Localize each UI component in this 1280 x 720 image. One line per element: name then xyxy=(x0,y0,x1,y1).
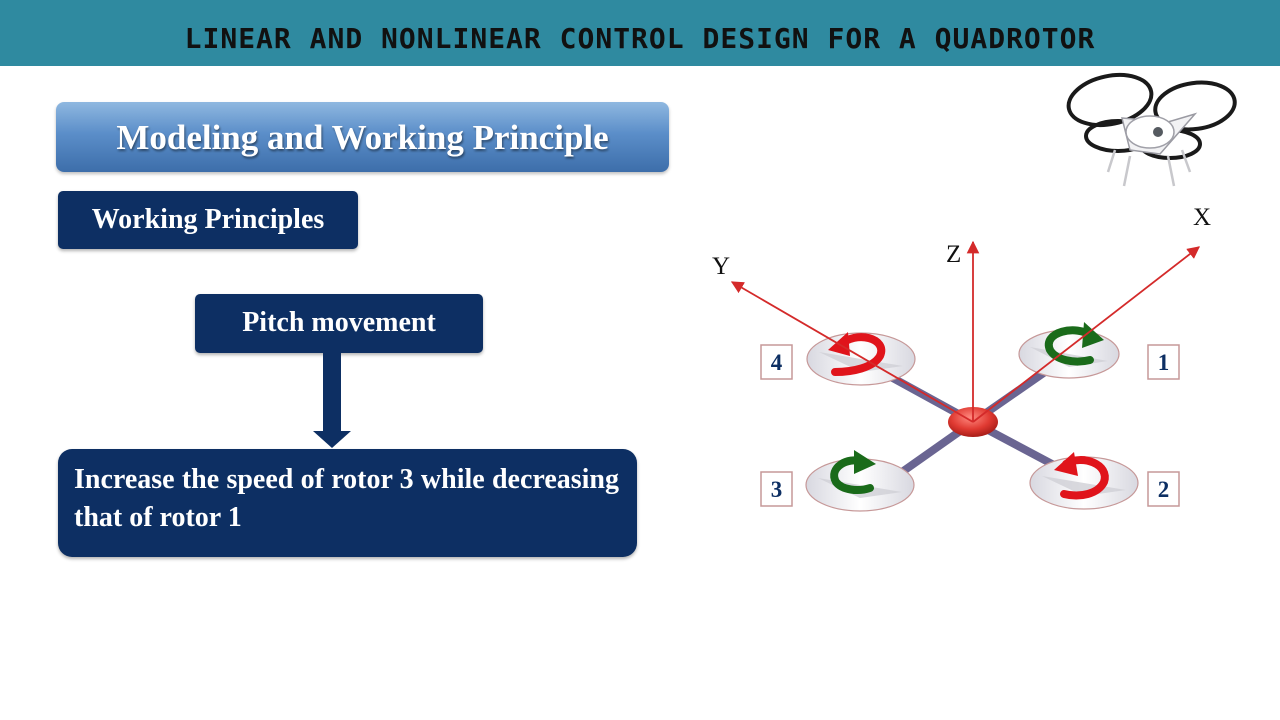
counter-clockwise-arrow-icon xyxy=(830,456,874,494)
section-banner: Modeling and Working Principle xyxy=(56,102,669,172)
subsection-title: Working Principles xyxy=(91,204,325,235)
section-title: Modeling and Working Principle xyxy=(116,118,609,157)
quadrotor-diagram: Z X Y 4 1 3 2 xyxy=(712,72,1237,512)
down-arrow-shaft xyxy=(323,353,341,433)
clockwise-arrow-icon xyxy=(831,333,886,376)
pitch-movement-label: Pitch movement xyxy=(242,307,436,338)
rotor-number: 1 xyxy=(1158,350,1170,375)
coordinate-axes xyxy=(730,240,1200,423)
rotor-label-3: 3 xyxy=(760,471,793,507)
description-box: Increase the speed of rotor 3 while decr… xyxy=(58,449,637,557)
pitch-movement-box: Pitch movement xyxy=(195,294,483,353)
rotor-1 xyxy=(1018,322,1120,379)
clockwise-arrow-icon xyxy=(1060,456,1109,500)
description-text: Increase the speed of rotor 3 while decr… xyxy=(74,464,619,533)
header-bar xyxy=(0,0,1280,66)
rotor-2 xyxy=(1029,452,1139,510)
drone-image xyxy=(1066,72,1237,187)
rotor-4 xyxy=(806,332,916,386)
rotor-label-2: 2 xyxy=(1147,471,1180,507)
axis-label-x: X xyxy=(1193,204,1211,231)
subsection-box: Working Principles xyxy=(58,191,358,249)
rotor-number: 3 xyxy=(771,477,783,502)
down-arrow-icon xyxy=(313,431,351,448)
rotor-3 xyxy=(805,450,915,512)
slide-title: LINEAR AND NONLINEAR CONTROL DESIGN FOR … xyxy=(184,22,1096,55)
axis-label-z: Z xyxy=(946,241,961,268)
counter-clockwise-arrow-icon xyxy=(1044,326,1096,366)
rotor-number: 2 xyxy=(1158,477,1170,502)
rotor-label-4: 4 xyxy=(760,344,793,380)
rotor-number: 4 xyxy=(771,350,783,375)
axis-label-y: Y xyxy=(712,253,730,280)
rotor-label-1: 1 xyxy=(1147,344,1180,380)
